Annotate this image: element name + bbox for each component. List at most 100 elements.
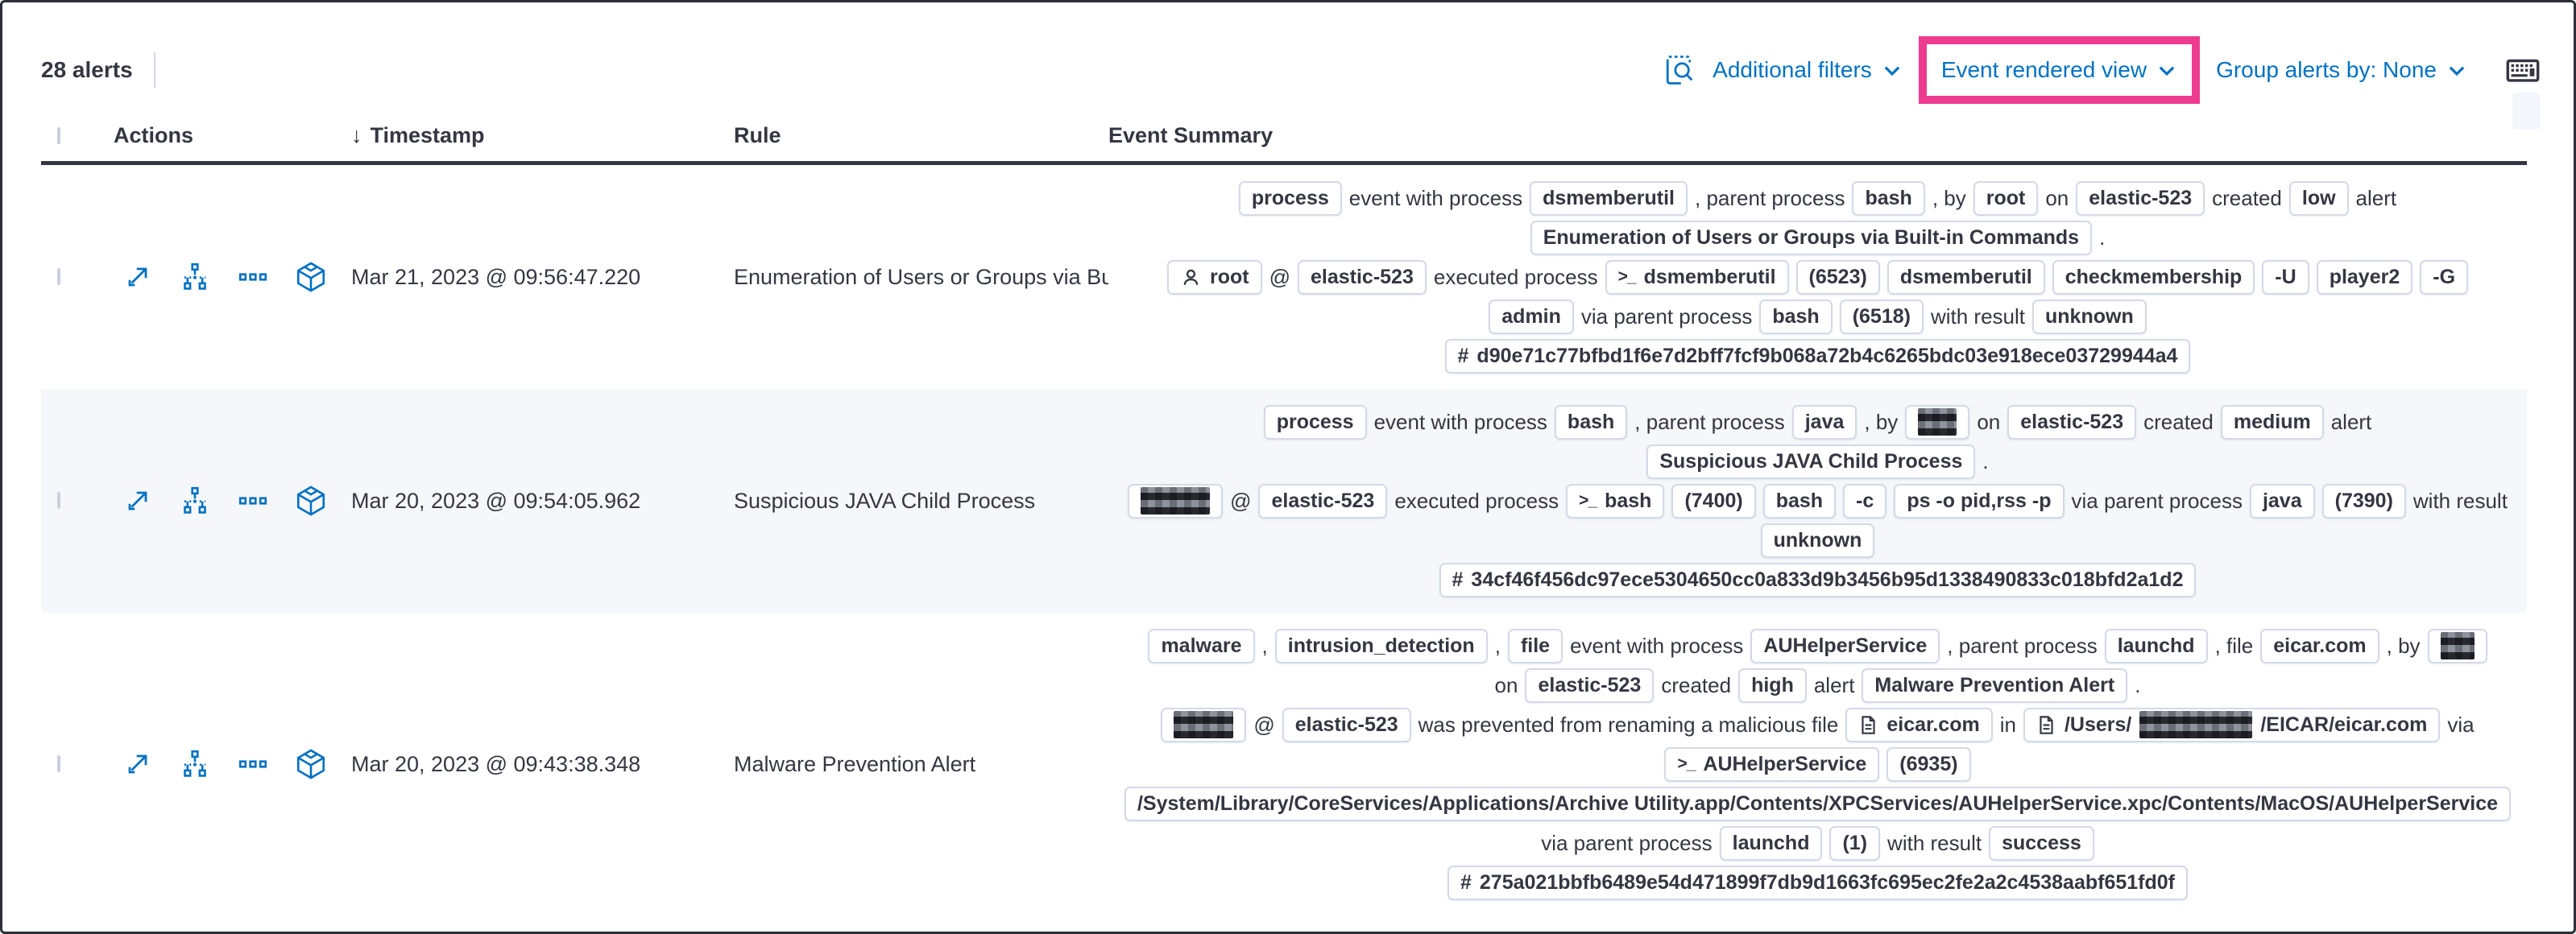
summary-badge[interactable]: intrusion_detection	[1274, 628, 1488, 663]
summary-badge[interactable]: eicar.com	[2260, 628, 2379, 663]
summary-badge[interactable]: elastic-523	[1258, 483, 1388, 519]
keyboard-shortcuts-button[interactable]	[2504, 52, 2541, 89]
summary-badge[interactable]: elastic-523	[2076, 180, 2205, 216]
column-header-rule[interactable]: Rule	[734, 123, 1108, 148]
session-view-button[interactable]	[294, 747, 328, 781]
summary-badge[interactable]: unknown	[2032, 299, 2147, 334]
hash-icon: #	[1457, 344, 1469, 367]
analyze-event-button[interactable]	[178, 484, 212, 518]
summary-badge[interactable]	[2427, 628, 2487, 663]
summary-badge[interactable]: bash	[1759, 299, 1833, 334]
summary-badge[interactable]: java	[2249, 483, 2315, 519]
summary-badge[interactable]: elastic-523	[1525, 667, 1655, 703]
summary-text: with result	[1930, 304, 2026, 329]
select-alert-checkbox[interactable]	[57, 492, 60, 509]
summary-badge[interactable]: admin	[1489, 299, 1574, 334]
summary-badge[interactable]: Enumeration of Users or Groups via Built…	[1530, 220, 2093, 255]
select-alert-checkbox[interactable]	[57, 755, 60, 772]
summary-badge[interactable]: (7400)	[1671, 483, 1756, 519]
summary-badge[interactable]: (7390)	[2321, 483, 2406, 519]
summary-badge[interactable]: root	[1166, 259, 1262, 295]
terminal-icon: >_	[1579, 491, 1597, 510]
summary-badge[interactable]: Suspicious JAVA Child Process	[1646, 444, 1976, 479]
analyze-event-button[interactable]	[178, 260, 212, 294]
more-actions-button[interactable]	[236, 260, 270, 294]
summary-badge[interactable]: #34cf46f456dc97ece5304650cc0a833d9b3456b…	[1439, 562, 2197, 597]
summary-badge[interactable]: >_dsmemberutil	[1605, 259, 1789, 295]
summary-badge[interactable]: -G	[2420, 259, 2469, 295]
chevron-down-icon	[1882, 60, 1903, 81]
summary-badge[interactable]: malware	[1148, 628, 1255, 663]
summary-badge[interactable]: -U	[2262, 259, 2309, 295]
summary-badge[interactable]: (1)	[1829, 825, 1881, 861]
summary-badge[interactable]: launchd	[2104, 628, 2208, 663]
summary-badge[interactable]: AUHelperService	[1750, 628, 1940, 663]
summary-badge[interactable]: eicar.com	[1845, 707, 1993, 742]
alert-rule[interactable]: Enumeration of Users or Groups via Bui	[734, 264, 1108, 289]
summary-badge[interactable]: file	[1507, 628, 1563, 663]
summary-badge[interactable]: dsmemberutil	[1530, 180, 1688, 216]
summary-text: @	[1269, 264, 1290, 289]
summary-badge[interactable]: >_bash	[1566, 483, 1665, 519]
terminal-icon: >_	[1677, 754, 1696, 773]
summary-badge[interactable]: (6523)	[1795, 259, 1880, 295]
summary-badge[interactable]: bash	[1852, 180, 1925, 216]
summary-badge[interactable]: >_AUHelperService	[1664, 746, 1880, 782]
summary-badge[interactable]: low	[2288, 180, 2349, 216]
inspect-icon	[1661, 52, 1696, 88]
summary-badge[interactable]: root	[1973, 180, 2039, 216]
summary-badge[interactable]: dsmemberutil	[1886, 259, 2045, 295]
summary-badge[interactable]: ps -o pid,rss -p	[1894, 483, 2065, 519]
summary-badge-text: root	[1986, 186, 2026, 209]
summary-badge[interactable]: (6518)	[1839, 299, 1924, 334]
additional-filters-button[interactable]: Additional filters	[1713, 57, 1903, 83]
rule-header-label: Rule	[734, 123, 781, 147]
summary-badge[interactable]: bash	[1762, 483, 1837, 519]
event-rendered-view-button[interactable]: Event rendered view	[1941, 57, 2177, 83]
summary-badge[interactable]: success	[1989, 825, 2094, 861]
summary-badge[interactable]	[1161, 707, 1247, 742]
summary-badge[interactable]: /System/Library/CoreServices/Application…	[1124, 786, 2512, 821]
alert-rule[interactable]: Malware Prevention Alert	[734, 751, 976, 776]
session-view-button[interactable]	[294, 484, 328, 518]
select-all-checkbox[interactable]	[57, 126, 60, 144]
summary-badge[interactable]: java	[1791, 404, 1857, 440]
scrollbar-thumb[interactable]	[2512, 93, 2540, 130]
expand-alert-button[interactable]	[122, 748, 154, 780]
summary-badge[interactable]	[1128, 483, 1224, 519]
more-actions-button[interactable]	[236, 747, 270, 781]
summary-text: .	[1982, 448, 1989, 473]
analyze-event-button[interactable]	[178, 747, 212, 781]
summary-badge[interactable]: checkmembership	[2052, 259, 2255, 295]
summary-badge[interactable]: medium	[2220, 404, 2324, 440]
session-view-button[interactable]	[294, 260, 328, 294]
more-actions-icon	[236, 484, 270, 518]
select-alert-checkbox[interactable]	[57, 268, 60, 285]
summary-badge[interactable]: process	[1263, 404, 1367, 440]
expand-alert-button[interactable]	[122, 261, 154, 293]
column-header-timestamp[interactable]: ↓ Timestamp	[351, 123, 734, 148]
summary-badge[interactable]: high	[1738, 667, 1807, 703]
summary-badge[interactable]: /Users//EICAR/eicar.com	[2023, 707, 2441, 742]
summary-badge[interactable]: player2	[2316, 259, 2413, 295]
summary-badge[interactable]	[1905, 404, 1970, 440]
group-alerts-by-button[interactable]: Group alerts by: None	[2216, 57, 2467, 83]
summary-badge[interactable]: -c	[1843, 483, 1887, 519]
summary-badge[interactable]: bash	[1554, 404, 1628, 440]
inspect-button[interactable]	[1661, 52, 1696, 88]
summary-badge[interactable]: Malware Prevention Alert	[1862, 667, 2128, 703]
summary-badge[interactable]: elastic-523	[1297, 259, 1427, 295]
more-actions-button[interactable]	[236, 484, 270, 518]
summary-badge[interactable]: elastic-523	[1282, 707, 1411, 742]
summary-badge[interactable]: #275a021bbfb6489e54d471899f7db9d1663fc69…	[1447, 865, 2188, 900]
summary-badge[interactable]: unknown	[1760, 523, 1875, 558]
summary-badge-text: process	[1276, 410, 1354, 433]
alert-rule[interactable]: Suspicious JAVA Child Process	[734, 488, 1036, 513]
summary-badge[interactable]: (6935)	[1886, 746, 1971, 782]
expand-alert-button[interactable]	[122, 485, 154, 517]
summary-badge[interactable]: #d90e71c77bfbd1f6e7d2bff7fcf9b068a72b4c6…	[1444, 338, 2191, 374]
summary-badge[interactable]: launchd	[1719, 825, 1823, 861]
summary-badge[interactable]: process	[1238, 180, 1342, 216]
summary-badge[interactable]: elastic-523	[2007, 404, 2137, 440]
